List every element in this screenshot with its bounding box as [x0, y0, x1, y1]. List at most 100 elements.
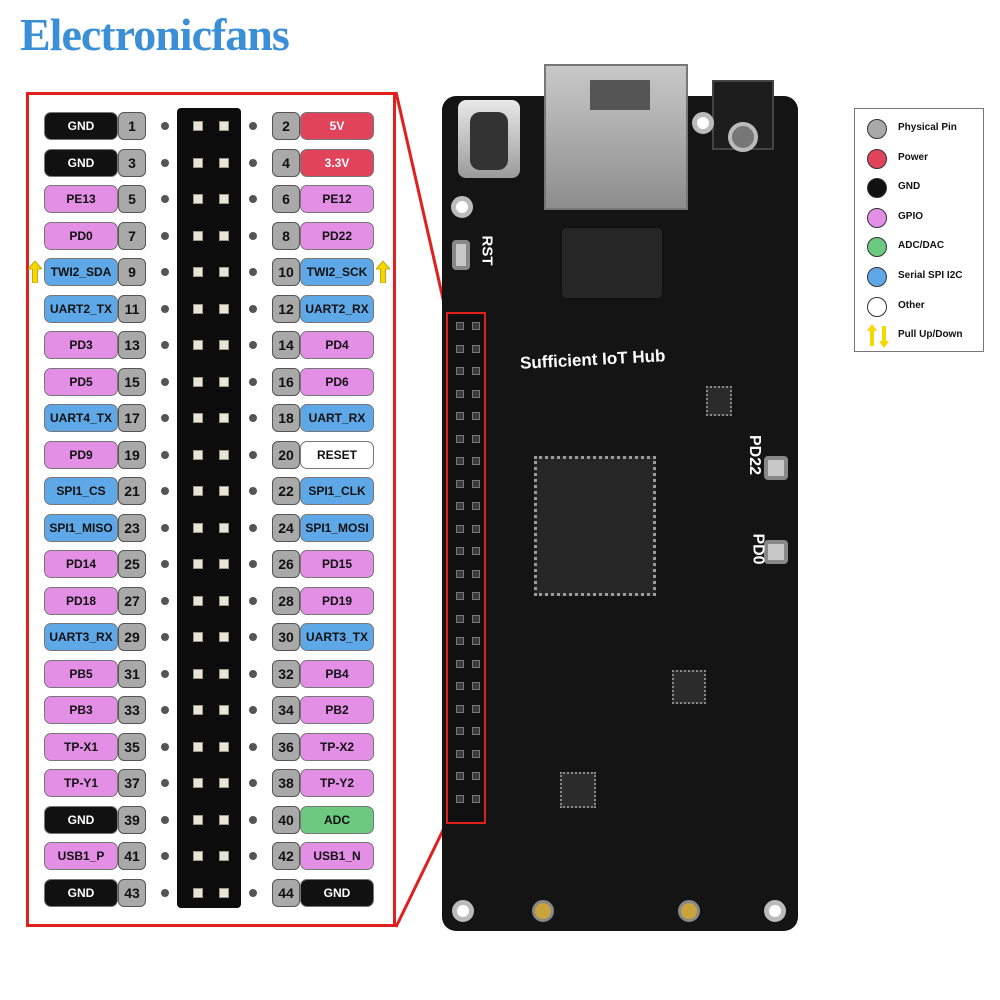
board-pin-hole	[456, 547, 464, 555]
pin-label-15: PD5	[44, 367, 118, 396]
pin-label-33: PB3	[44, 696, 118, 724]
connector-dot	[249, 560, 257, 568]
pin-label-13: PD3	[44, 331, 118, 359]
board-pin-hole	[472, 547, 480, 555]
header-pin	[193, 449, 203, 460]
pin-label-21: SPI1_CS	[44, 477, 118, 505]
board-pin-hole	[456, 479, 464, 488]
board-pin-hole	[456, 457, 464, 465]
header-pin	[193, 705, 203, 715]
pin-number-26: 26	[272, 550, 300, 578]
board-pin-hole	[456, 682, 464, 690]
audio-jack-hole	[728, 122, 758, 152]
pull-up-arrow-icon	[27, 260, 43, 284]
board-pin-hole	[472, 322, 480, 330]
header-pin	[219, 121, 229, 131]
rst-button[interactable]	[452, 240, 470, 270]
pin-number-22: 22	[272, 477, 300, 505]
connector-dot	[249, 304, 257, 313]
header-pin	[219, 851, 229, 861]
pin-number-23: 23	[118, 513, 146, 542]
pin-number-12: 12	[272, 294, 300, 323]
connector-dot	[161, 377, 169, 386]
header-pin	[219, 230, 229, 241]
pin-number-37: 37	[118, 769, 146, 797]
legend-label: Pull Up/Down	[898, 329, 963, 341]
pin-label-9: TWI2_SDA	[44, 258, 118, 286]
connector-dot	[249, 815, 257, 824]
pd0-label: PD0	[749, 533, 767, 565]
pin-label-30: UART3_TX	[300, 623, 374, 651]
pin-label-22: SPI1_CLK	[300, 477, 374, 505]
connector-dot	[161, 304, 169, 313]
header-pin	[193, 121, 203, 131]
connector-dot	[249, 669, 257, 678]
board-pin-hole	[456, 569, 464, 578]
header-pin	[193, 340, 203, 350]
pin-label-42: USB1_N	[300, 842, 374, 870]
pin-number-3: 3	[118, 148, 146, 177]
board-pin-hole	[456, 322, 464, 330]
board-pin-hole	[456, 344, 464, 353]
connector-dot	[249, 596, 257, 605]
board-pin-hole	[472, 502, 480, 510]
board-pin-hole	[456, 502, 464, 510]
board-pin-hole	[472, 434, 480, 443]
board-pin-hole	[472, 457, 480, 465]
connector-dot	[249, 779, 257, 787]
board-pin-hole	[472, 772, 480, 780]
pd22-label: PD22	[746, 434, 764, 476]
legend-swatch	[867, 119, 887, 139]
header-pin	[219, 778, 229, 788]
pin-number-13: 13	[118, 331, 146, 359]
connector-dot	[249, 158, 257, 167]
ethernet-slot	[590, 80, 650, 110]
pin-number-9: 9	[118, 258, 146, 286]
connector-dot	[161, 523, 169, 532]
connector-dot	[161, 341, 169, 349]
pin-number-8: 8	[272, 221, 300, 250]
pin-label-32: PB4	[300, 659, 374, 688]
connector-dot	[249, 268, 257, 276]
connector-dot	[249, 122, 257, 130]
board-pin-hole	[456, 704, 464, 713]
pin-number-2: 2	[272, 112, 300, 140]
pd22-button[interactable]	[764, 456, 788, 480]
brand-logo: Electronicfans	[20, 9, 290, 60]
board-pin-hole	[472, 479, 480, 488]
header-pin	[193, 230, 203, 241]
pin-label-29: UART3_RX	[44, 623, 118, 651]
pd0-button[interactable]	[764, 540, 788, 564]
pin-number-36: 36	[272, 732, 300, 761]
legend-swatch	[867, 267, 887, 287]
board-pin-hole	[456, 659, 464, 668]
board-pin-hole	[456, 524, 464, 533]
board-pin-hole	[472, 682, 480, 690]
board-pin-hole	[456, 614, 464, 623]
header-pin	[193, 595, 203, 606]
connector-dot	[249, 195, 257, 203]
header-pin	[219, 449, 229, 460]
board-pin-hole	[472, 389, 480, 398]
legend-item: GPIO	[867, 206, 983, 230]
pin-number-29: 29	[118, 623, 146, 651]
board-pin-hole	[456, 772, 464, 780]
board-pin-hole	[472, 412, 480, 420]
pin-number-6: 6	[272, 185, 300, 213]
power-chip	[560, 226, 664, 300]
connector-dot	[161, 742, 169, 751]
pin-label-17: UART4_TX	[44, 404, 118, 432]
header-pin	[219, 194, 229, 204]
legend-label: GPIO	[898, 210, 924, 222]
board-pin-hole	[456, 637, 464, 645]
